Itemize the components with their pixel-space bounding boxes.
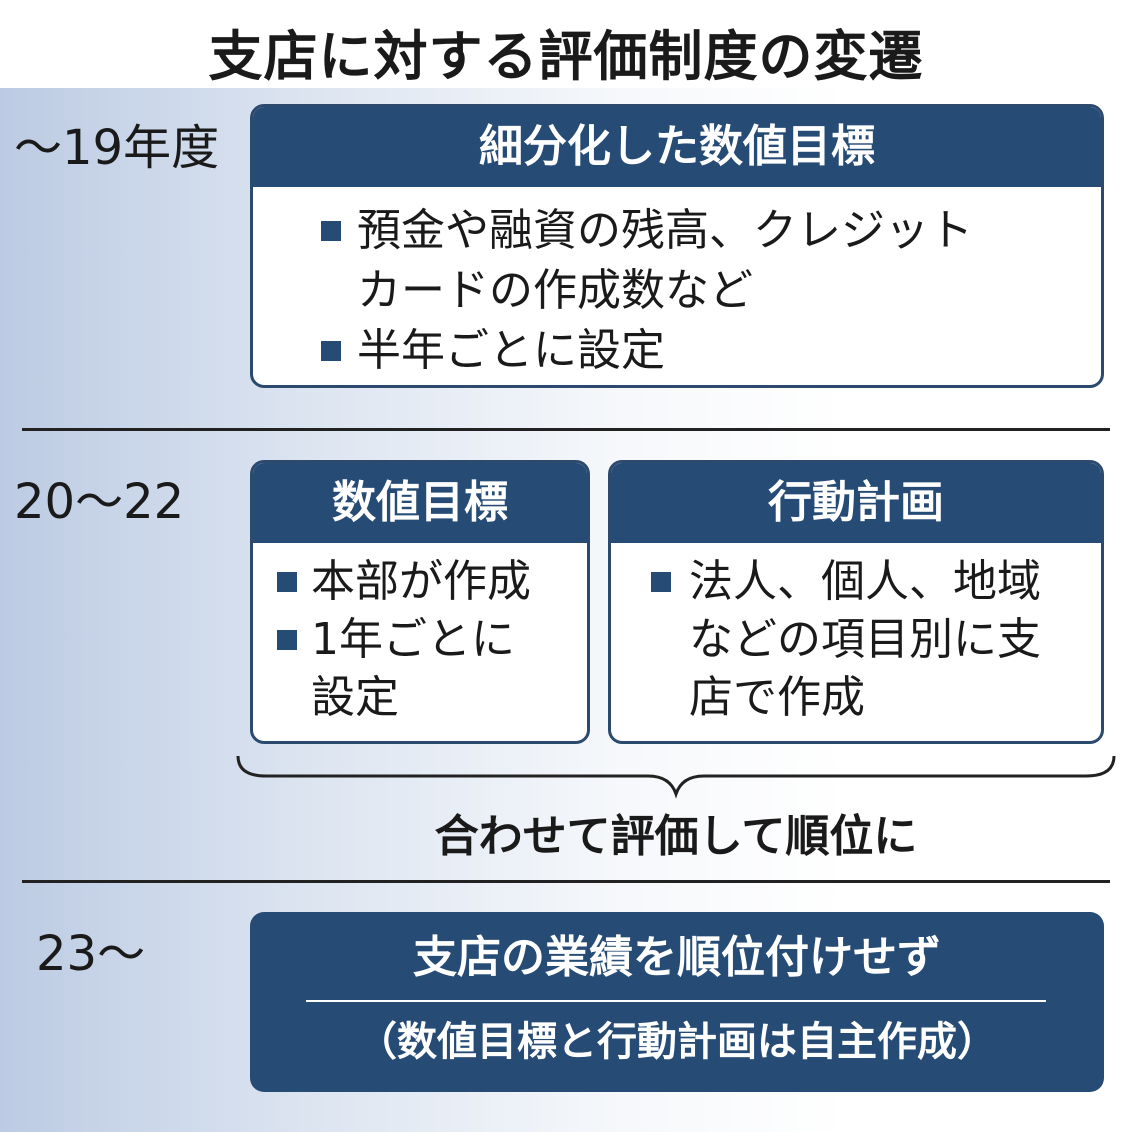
box-numeric-targets-bullet-1: 本部が作成 xyxy=(277,553,577,611)
final-box-divider-line xyxy=(306,1000,1046,1002)
box-action-plan: 行動計画 法人、個人、地域などの項目別に支店で作成 xyxy=(608,460,1104,744)
box-action-plan-bullet-list: 法人、個人、地域などの項目別に支店で作成 xyxy=(611,543,1101,727)
no-ranking-note: （数値目標と行動計画は自主作成） xyxy=(357,1019,997,1065)
section-divider-1 xyxy=(22,428,1110,431)
box-numeric-targets-bullet-2: 1年ごとに設定 xyxy=(277,611,541,727)
bullet-text: 1年ごとに設定 xyxy=(311,614,515,723)
page-title: 支店に対する評価制度の変遷 xyxy=(208,25,924,88)
box-action-plan-header: 行動計画 xyxy=(611,463,1101,543)
box-2019-bullet-list: 預金や融資の残高、クレジットカードの作成数など 半年ごとに設定 xyxy=(253,187,1101,381)
square-bullet-icon xyxy=(321,341,341,361)
bullet-text: 本部が作成 xyxy=(311,556,531,607)
box-action-plan-bullet-1: 法人、個人、地域などの項目別に支店で作成 xyxy=(651,553,1059,727)
box-2019-detailed-targets: 細分化した数値目標 預金や融資の残高、クレジットカードの作成数など 半年ごとに設… xyxy=(250,104,1104,388)
bullet-text: 法人、個人、地域などの項目別に支店で作成 xyxy=(689,556,1041,723)
square-bullet-icon xyxy=(277,572,297,592)
box-2019-bullet-1: 預金や融資の残高、クレジットカードの作成数など xyxy=(321,201,997,321)
box-numeric-targets-bullet-list: 本部が作成 1年ごとに設定 xyxy=(253,543,587,727)
square-bullet-icon xyxy=(277,630,297,650)
bullet-text: 預金や融資の残高、クレジットカードの作成数など xyxy=(357,205,973,316)
combined-evaluation-label: 合わせて評価して順位に xyxy=(434,811,918,862)
box-numeric-targets: 数値目標 本部が作成 1年ごとに設定 xyxy=(250,460,590,744)
box-no-ranking: 支店の業績を順位付けせず （数値目標と行動計画は自主作成） xyxy=(250,912,1104,1092)
bullet-text: 半年ごとに設定 xyxy=(357,325,665,376)
period-label-until-2019: 〜19年度 xyxy=(14,120,220,176)
section-divider-2 xyxy=(22,880,1110,883)
box-2019-bullet-2: 半年ごとに設定 xyxy=(321,321,1061,381)
combine-brace-icon xyxy=(236,755,1116,799)
period-label-2020-2022: 20〜22 xyxy=(14,474,185,530)
square-bullet-icon xyxy=(651,572,671,592)
box-2019-header: 細分化した数値目標 xyxy=(253,107,1101,187)
no-ranking-title: 支店の業績を順位付けせず xyxy=(413,932,941,983)
period-label-from-2023: 23〜 xyxy=(36,926,146,982)
box-numeric-targets-header: 数値目標 xyxy=(253,463,587,543)
square-bullet-icon xyxy=(321,221,341,241)
